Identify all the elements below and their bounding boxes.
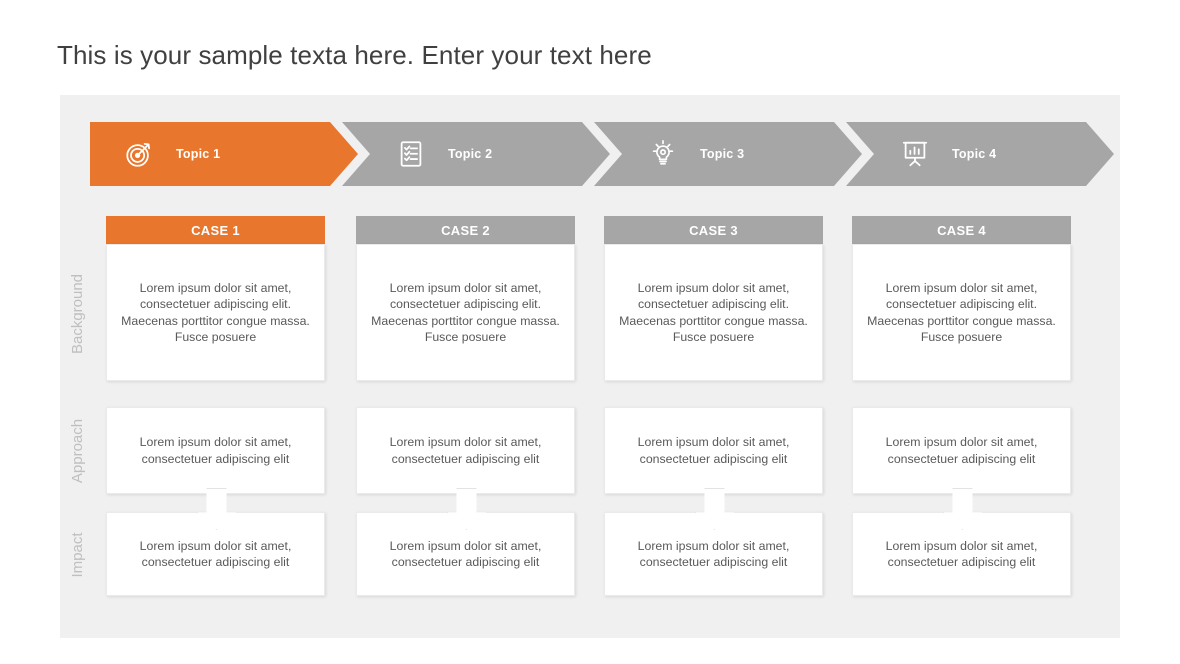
card-text: Lorem ipsum dolor sit amet, consectetuer…	[121, 281, 310, 344]
background-card-1[interactable]: Lorem ipsum dolor sit amet, consectetuer…	[106, 244, 325, 381]
case-header-2[interactable]: CASE 2	[356, 216, 575, 244]
card-text: Lorem ipsum dolor sit amet, consectetuer…	[637, 435, 790, 466]
chevron-step-2[interactable]: Topic 2	[342, 122, 610, 186]
card-text: Lorem ipsum dolor sit amet, consectetuer…	[389, 538, 542, 569]
chevron-shape	[342, 122, 610, 186]
card-text: Lorem ipsum dolor sit amet, consectetuer…	[139, 538, 292, 569]
card-text: Lorem ipsum dolor sit amet, consectetuer…	[885, 435, 1038, 466]
card-text: Lorem ipsum dolor sit amet, consectetuer…	[139, 435, 292, 466]
chevron-step-4[interactable]: Topic 4	[846, 122, 1114, 186]
row-label-approach: Approach	[69, 418, 86, 484]
background-card-3[interactable]: Lorem ipsum dolor sit amet, consectetuer…	[604, 244, 823, 381]
row-label-impact: Impact	[69, 532, 86, 578]
card-text: Lorem ipsum dolor sit amet, consectetuer…	[371, 281, 560, 344]
approach-card-1[interactable]: Lorem ipsum dolor sit amet, consectetuer…	[106, 407, 325, 494]
card-text: Lorem ipsum dolor sit amet, consectetuer…	[637, 538, 790, 569]
approach-card-4[interactable]: Lorem ipsum dolor sit amet, consectetuer…	[852, 407, 1071, 494]
approach-card-2[interactable]: Lorem ipsum dolor sit amet, consectetuer…	[356, 407, 575, 494]
card-text: Lorem ipsum dolor sit amet, consectetuer…	[619, 281, 808, 344]
card-text: Lorem ipsum dolor sit amet, consectetuer…	[885, 538, 1038, 569]
impact-card-4[interactable]: Lorem ipsum dolor sit amet, consectetuer…	[852, 512, 1071, 596]
case-header-1[interactable]: CASE 1	[106, 216, 325, 244]
chevron-step-1[interactable]: Topic 1	[90, 122, 358, 186]
background-card-4[interactable]: Lorem ipsum dolor sit amet, consectetuer…	[852, 244, 1071, 381]
approach-card-3[interactable]: Lorem ipsum dolor sit amet, consectetuer…	[604, 407, 823, 494]
card-text: Lorem ipsum dolor sit amet, consectetuer…	[389, 435, 542, 466]
chevron-shape	[846, 122, 1114, 186]
chevron-shape	[90, 122, 358, 186]
case-header-3[interactable]: CASE 3	[604, 216, 823, 244]
case-header-4[interactable]: CASE 4	[852, 216, 1071, 244]
chevron-shape	[594, 122, 862, 186]
page-title: This is your sample texta here. Enter yo…	[57, 40, 652, 70]
background-card-2[interactable]: Lorem ipsum dolor sit amet, consectetuer…	[356, 244, 575, 381]
impact-card-3[interactable]: Lorem ipsum dolor sit amet, consectetuer…	[604, 512, 823, 596]
card-text: Lorem ipsum dolor sit amet, consectetuer…	[867, 281, 1056, 344]
chevron-step-3[interactable]: Topic 3	[594, 122, 862, 186]
row-label-background: Background	[69, 273, 86, 355]
